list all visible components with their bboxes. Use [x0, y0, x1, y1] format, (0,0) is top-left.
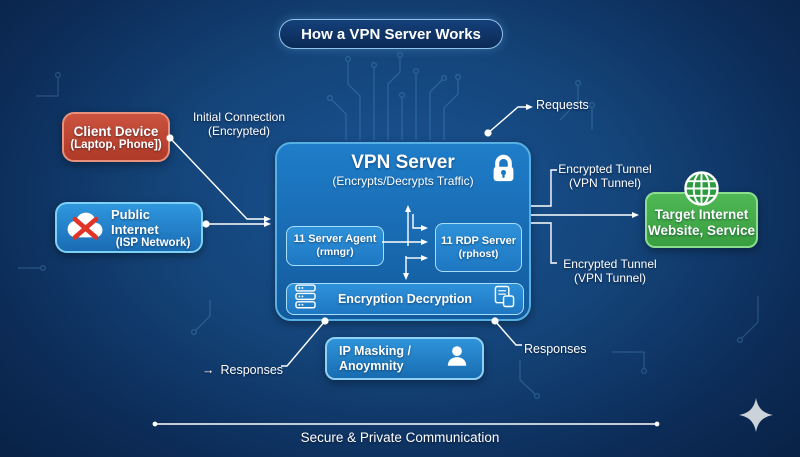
server-agent-box: 11 Server Agent (rmngr): [286, 226, 384, 266]
responses-left-label: → Responses: [202, 363, 284, 377]
responses-right-label: Responses: [524, 342, 587, 356]
right-arrow-icon: →: [202, 363, 215, 377]
client-device-box: Client Device (Laptop, Phone]): [62, 112, 170, 162]
public-internet-subtitle: (ISP Network): [115, 236, 191, 249]
globe-icon: [683, 170, 720, 212]
requests-label: Requests: [536, 98, 589, 112]
footer-label: Secure & Private Communication: [300, 430, 500, 445]
document-icon: [494, 285, 515, 313]
rdp-server-box: 11 RDP Server (rphost): [435, 223, 522, 272]
vpn-server-subtitle: (Encrypts/Decrypts Traffic): [332, 174, 474, 188]
cloud-blocked-icon: [63, 209, 107, 247]
tunnel-bottom-label: Encrypted Tunnel (VPN Tunnel): [563, 257, 657, 285]
vpn-server-title: VPN Server: [351, 152, 455, 173]
title-pill: How a VPN Server Works: [279, 19, 503, 49]
encryption-bar: Encryption Decryption: [286, 283, 524, 315]
lock-icon: [490, 153, 517, 189]
ip-masking-box: IP Masking / Anoymnity: [325, 337, 484, 380]
tunnel-top-label: Encrypted Tunnel (VPN Tunnel): [558, 162, 652, 190]
vpn-server-box: VPN Server (Encrypts/Decrypts Traffic) 1…: [275, 142, 531, 321]
target-internet-box: Target Internet Website, Service: [645, 192, 758, 248]
client-device-subtitle: (Laptop, Phone]): [70, 138, 162, 151]
person-icon: [444, 343, 470, 374]
initial-connection-label: Initial Connection (Encrypted): [192, 110, 286, 138]
public-internet-title: Public Internet: [111, 206, 159, 237]
sparkle-icon: [738, 397, 774, 438]
client-device-title: Client Device: [73, 123, 159, 139]
public-internet-box: Public Internet (ISP Network): [55, 202, 203, 253]
page-title: How a VPN Server Works: [301, 25, 481, 43]
server-stack-icon: [295, 284, 316, 314]
encryption-bar-label: Encryption Decryption: [337, 292, 473, 306]
